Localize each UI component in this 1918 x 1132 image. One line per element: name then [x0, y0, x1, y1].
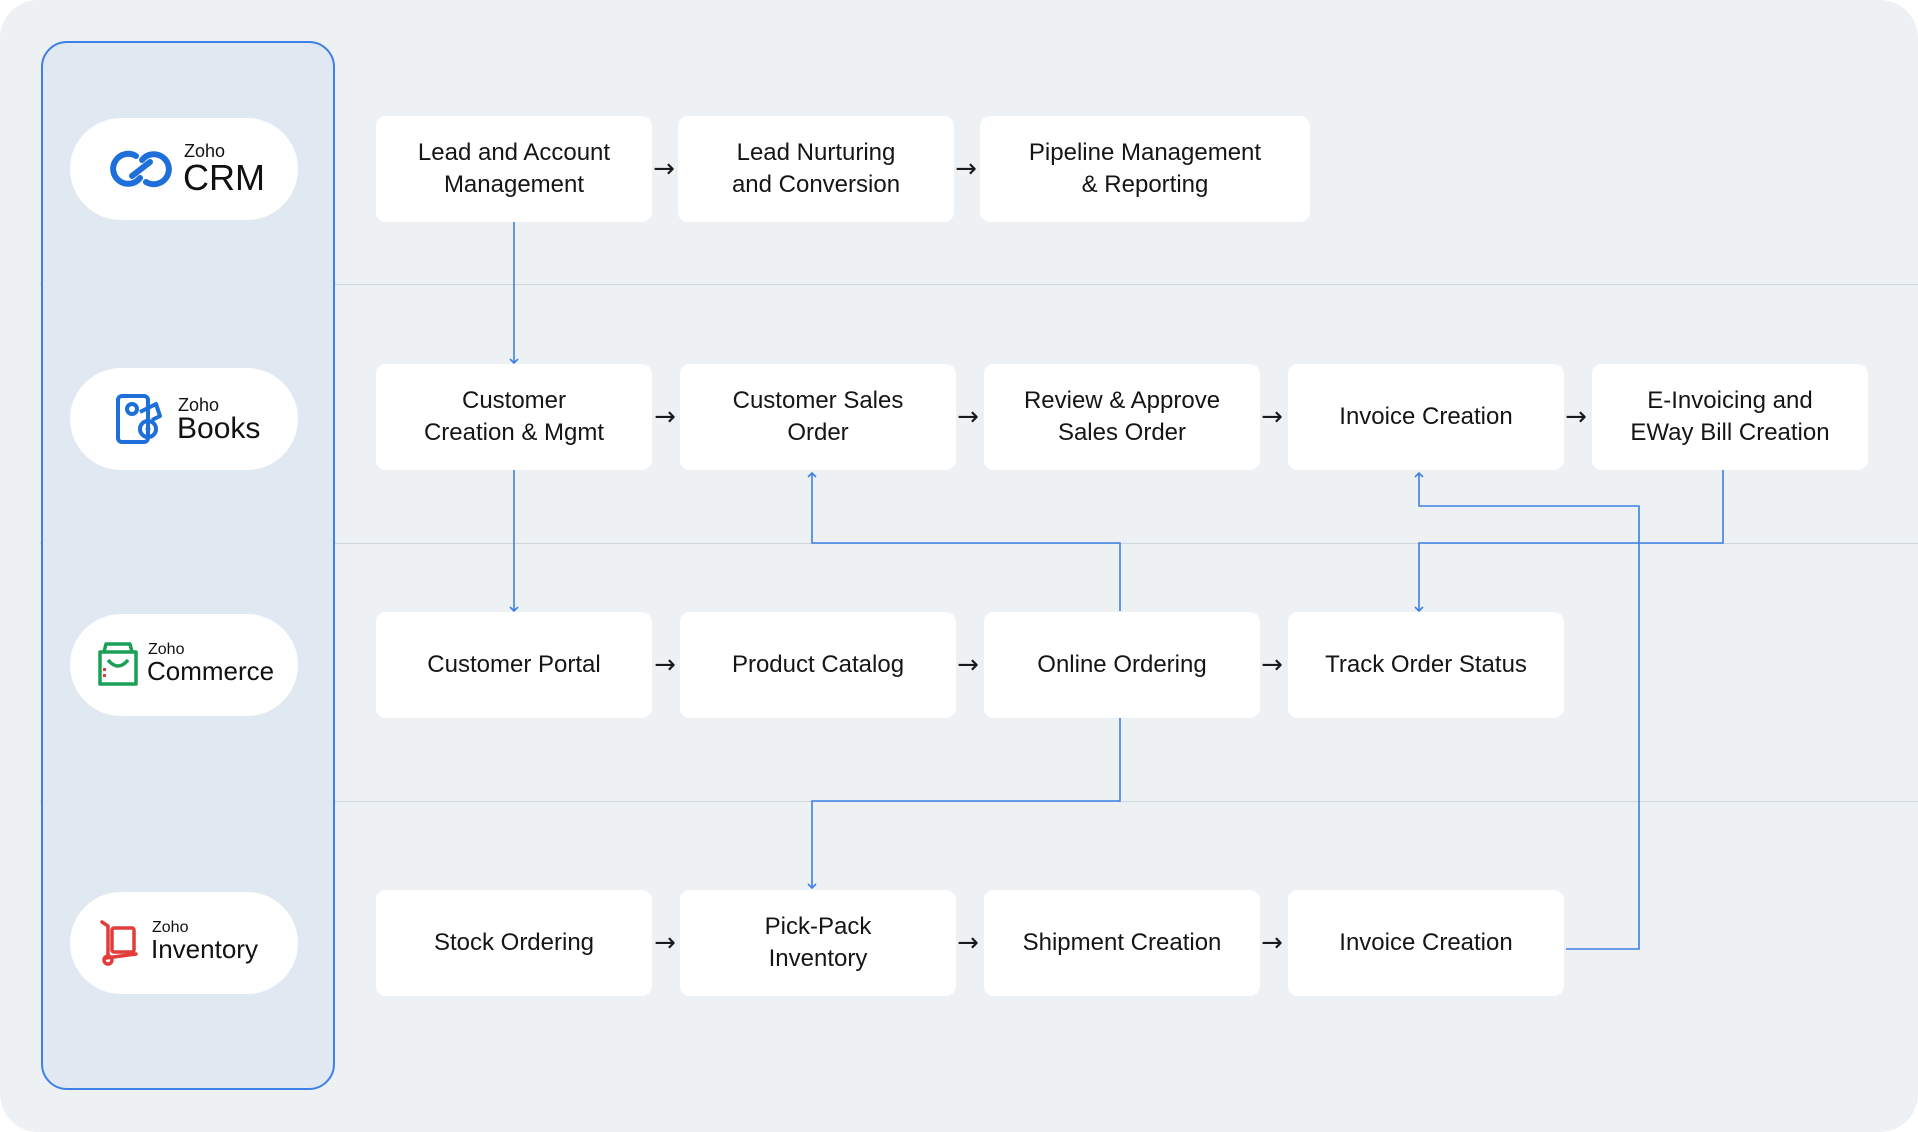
lane-divider: [40, 284, 1918, 285]
flow-arrow: →: [957, 650, 979, 680]
node-lead-account-management: Lead and Account Management: [376, 116, 652, 222]
node-pick-pack-inventory: Pick-Pack Inventory: [680, 890, 956, 996]
app-pill-commerce: Zoho Commerce: [70, 614, 298, 716]
connector-ordering-to-salesorder: [807, 471, 1121, 611]
node-invoice-creation-books: Invoice Creation: [1288, 364, 1564, 470]
node-label: Lead and Account Management: [417, 139, 611, 198]
flow-arrow: →: [957, 402, 979, 432]
node-label: Invoice Creation: [1339, 403, 1513, 430]
app-zoho-label: Zoho: [178, 395, 220, 415]
connector-invinvoice-to-booksinvoice: [1414, 471, 1640, 950]
node-customer-portal: Customer Portal: [376, 612, 652, 718]
node-shipment-creation: Shipment Creation: [984, 890, 1260, 996]
flow-arrow: →: [654, 402, 676, 432]
node-pipeline-management: Pipeline Management & Reporting: [980, 116, 1310, 222]
node-lead-nurturing: Lead Nurturing and Conversion: [678, 116, 954, 222]
books-icon: [116, 394, 162, 444]
shopping-bag-icon: [98, 642, 138, 686]
node-label: Customer Portal: [427, 651, 601, 678]
app-zoho-label: Zoho: [184, 141, 226, 161]
app-pill-crm: Zoho CRM: [70, 118, 298, 220]
app-zoho-label: Zoho: [148, 641, 185, 658]
node-label: Pick-Pack Inventory: [764, 913, 872, 972]
flow-arrow: →: [955, 154, 977, 184]
flow-arrow: →: [1261, 928, 1283, 958]
node-label: E-Invoicing and EWay Bill Creation: [1630, 387, 1830, 446]
crm-rings-icon: [110, 150, 172, 188]
node-customer-creation: Customer Creation & Mgmt: [376, 364, 652, 470]
node-label: Stock Ordering: [433, 929, 595, 956]
flow-arrow: →: [957, 928, 979, 958]
node-label: Customer Creation & Mgmt: [423, 387, 605, 446]
app-zoho-label: Zoho: [152, 919, 189, 936]
app-name-crm: CRM: [183, 157, 265, 198]
node-invoice-creation-inventory: Invoice Creation: [1288, 890, 1564, 996]
node-label: Product Catalog: [731, 651, 905, 678]
flow-arrow: →: [1565, 402, 1587, 432]
node-einvoicing-eway-bill: E-Invoicing and EWay Bill Creation: [1592, 364, 1868, 470]
flow-arrow: →: [653, 154, 675, 184]
hand-truck-icon: [100, 920, 138, 966]
app-name-inventory: Inventory: [151, 934, 258, 964]
flow-arrow: →: [654, 650, 676, 680]
node-label: Lead Nurturing and Conversion: [731, 139, 901, 198]
node-track-order-status: Track Order Status: [1288, 612, 1564, 718]
node-review-approve-sales-order: Review & Approve Sales Order: [984, 364, 1260, 470]
node-label: Customer Sales Order: [732, 387, 904, 446]
node-product-catalog: Product Catalog: [680, 612, 956, 718]
node-stock-ordering: Stock Ordering: [376, 890, 652, 996]
node-online-ordering: Online Ordering: [984, 612, 1260, 718]
flow-arrow: →: [1261, 402, 1283, 432]
node-label: Shipment Creation: [1022, 929, 1222, 956]
node-label: Invoice Creation: [1339, 929, 1513, 956]
connector-einvoice-to-track: [1414, 470, 1724, 613]
app-pill-books: Zoho Books: [70, 368, 298, 470]
node-label: Pipeline Management & Reporting: [1028, 139, 1262, 198]
node-label: Online Ordering: [1037, 651, 1207, 678]
node-label: Track Order Status: [1325, 651, 1527, 678]
connector-ordering-to-pickpack: [807, 718, 1121, 890]
node-customer-sales-order: Customer Sales Order: [680, 364, 956, 470]
flow-arrow: →: [1261, 650, 1283, 680]
flow-arrow: →: [654, 928, 676, 958]
app-pill-inventory: Zoho Inventory: [70, 892, 298, 994]
node-label: Review & Approve Sales Order: [1023, 387, 1221, 446]
app-name-commerce: Commerce: [147, 656, 275, 686]
app-name-books: Books: [177, 412, 261, 445]
